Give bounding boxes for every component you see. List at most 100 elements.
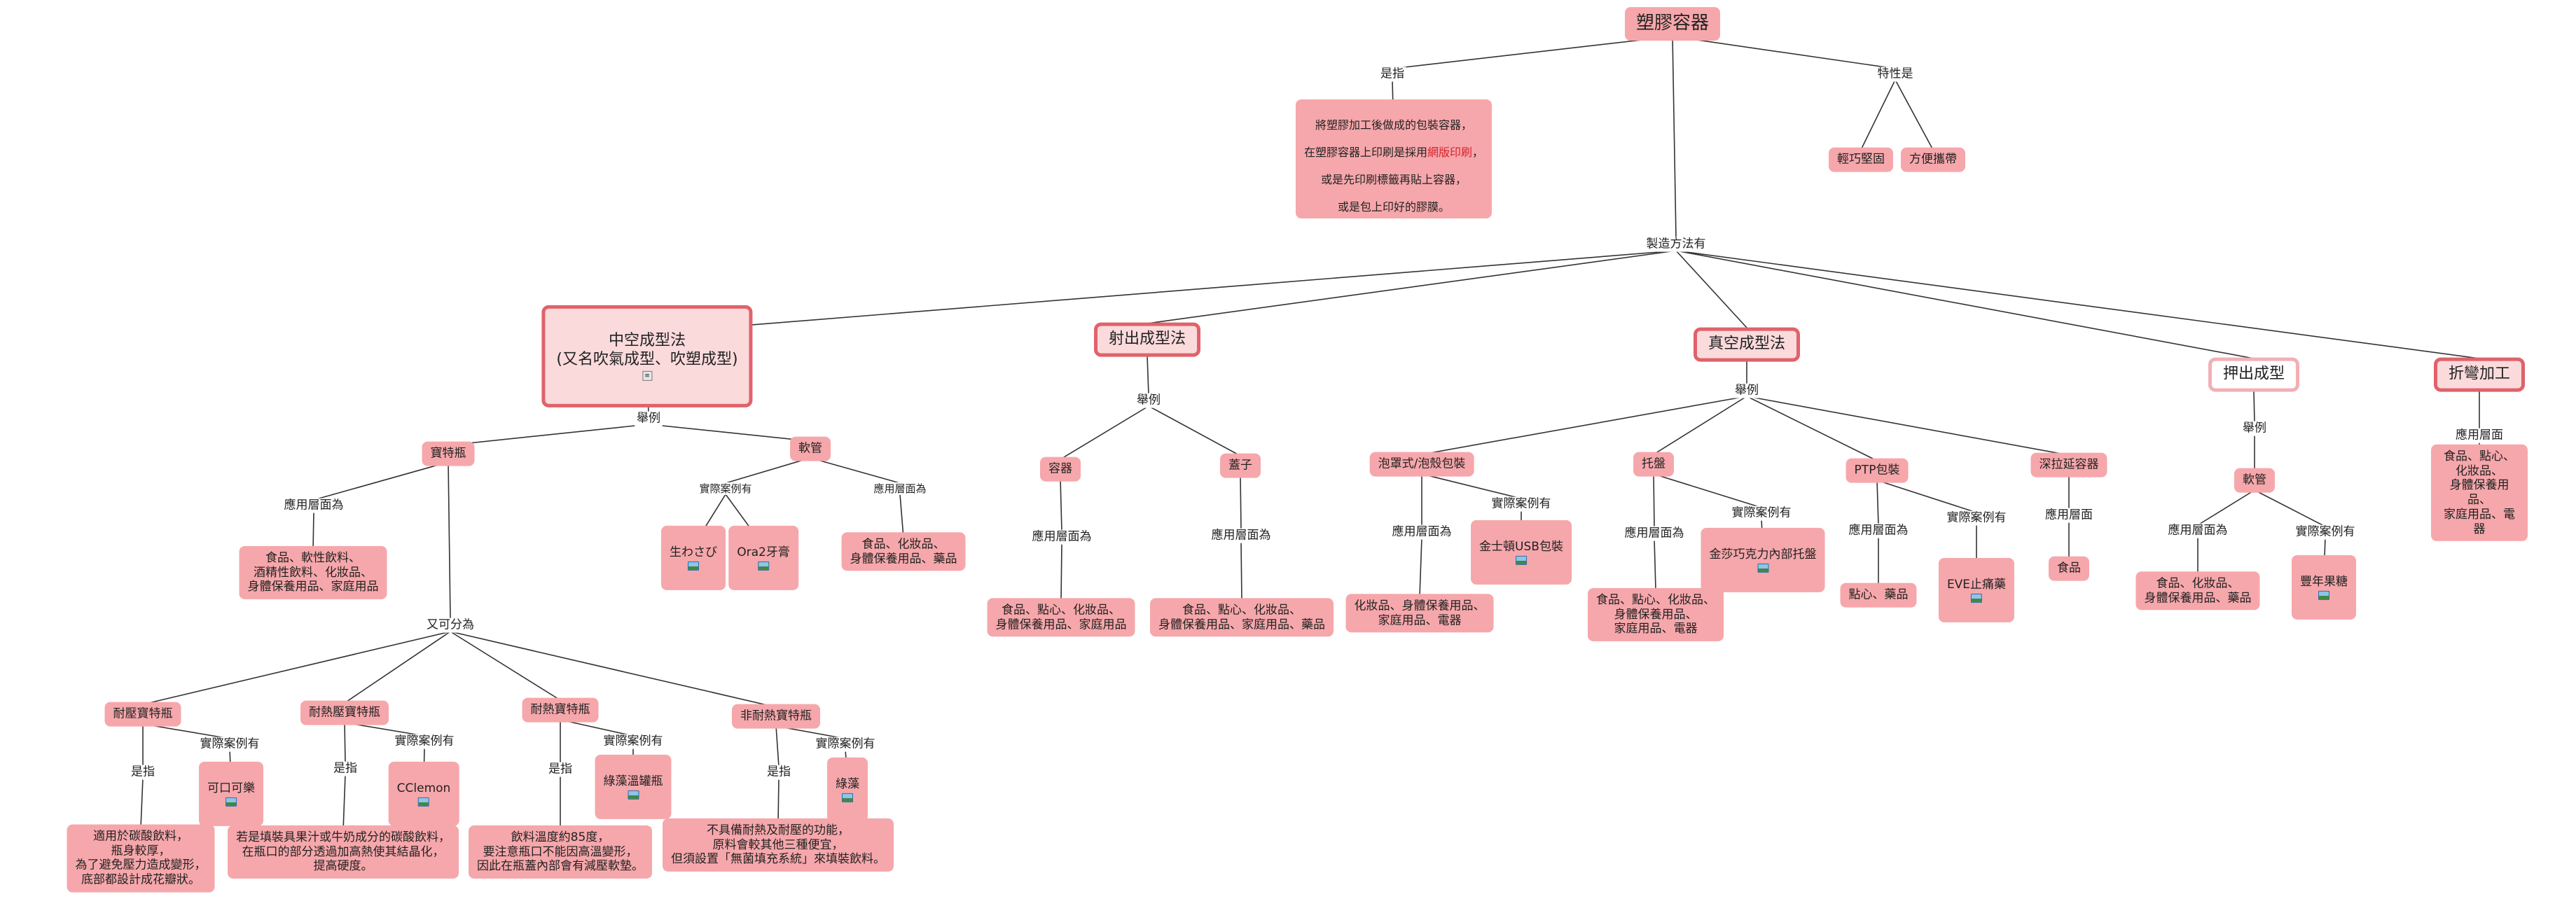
connector-line: [312, 510, 314, 551]
heat-pressure-pet-node[interactable]: 耐熱壓寶特瓶: [300, 700, 389, 725]
heat-pet-definition[interactable]: 飲料溫度約85度， 要注意瓶口不能因高溫變形， 因此在瓶蓋內部會有減壓軟墊。: [469, 825, 652, 879]
label-extrusion-case: 實際案例有: [2293, 524, 2357, 540]
connector-line: [142, 631, 451, 705]
connector-line: [1240, 541, 1242, 601]
label-m4-example: 舉例: [2241, 421, 2269, 436]
label-p1-is: 是指: [129, 765, 157, 780]
note-icon: ≡: [642, 371, 652, 382]
connector-line: [450, 631, 777, 708]
method-bending[interactable]: 折彎加工: [2433, 357, 2526, 392]
connector-line: [1421, 473, 1522, 499]
definition-line-2: 在塑膠容器上印刷是採用: [1303, 145, 1427, 159]
label-m1-example: 舉例: [635, 411, 663, 426]
non-heat-pet-definition[interactable]: 不具備耐熱及耐壓的功能， 原料會較其他三種便宜， 但須設置「無菌填充系統」來填裝…: [663, 818, 894, 872]
connector-line: [1672, 36, 1896, 69]
property-sturdy[interactable]: 輕巧堅固: [1829, 147, 1893, 172]
connector-line: [1653, 473, 1762, 508]
image-icon: [1757, 564, 1768, 573]
pressure-pet-node[interactable]: 耐壓寶特瓶: [104, 702, 181, 727]
root-node[interactable]: 塑膠容器: [1624, 7, 1721, 41]
ptp-node[interactable]: PTP包裝: [1846, 458, 1909, 483]
label-ptp-use: 應用層面為: [1846, 523, 1911, 538]
case-coca-cola-label: 可口可樂: [207, 781, 255, 795]
image-icon: [757, 562, 769, 571]
deep-draw-node[interactable]: 深拉延容器: [2030, 452, 2107, 478]
case-green-bottle[interactable]: 綠藻溫罐瓶: [595, 754, 672, 820]
image-icon: [226, 797, 237, 807]
connector-line: [1653, 396, 1747, 455]
deep-draw-use-node[interactable]: 食品: [2049, 556, 2089, 581]
cap-node[interactable]: 蓋子: [1220, 453, 1261, 478]
case-green-tea[interactable]: 綠藻: [827, 757, 868, 823]
tube-use-node[interactable]: 食品、化妝品、 身體保養用品、藥品: [841, 532, 966, 571]
image-icon: [688, 562, 699, 571]
label-is: 是指: [1378, 67, 1406, 82]
case-fructose-label: 豐年果糖: [2300, 574, 2348, 589]
case-eve[interactable]: EVE止痛藥: [1938, 557, 2015, 623]
connector-line: [725, 457, 811, 484]
case-ora2-label: Ora2牙膏: [737, 545, 790, 559]
tray-node[interactable]: 托盤: [1633, 452, 1674, 477]
method-injection[interactable]: 射出成型法: [1093, 322, 1201, 357]
connector-line: [448, 424, 649, 446]
method-vacuum[interactable]: 真空成型法: [1693, 327, 1801, 362]
label-p4-is: 是指: [765, 765, 793, 780]
connector-line: [1672, 36, 1677, 239]
image-icon: [1971, 594, 1982, 604]
connector-line: [313, 461, 449, 501]
image-icon: [1516, 556, 1527, 566]
method-extrusion[interactable]: 押出成型: [2208, 357, 2300, 392]
connector-line: [560, 719, 634, 737]
extrusion-tube-node[interactable]: 軟管: [2234, 468, 2275, 493]
case-ferrero-tray-label: 金莎巧克力內部托盤: [1709, 547, 1817, 562]
pressure-pet-definition[interactable]: 適用於碳酸飲料， 瓶身較厚， 為了避免壓力造成變形， 底部都設計成花瓣狀。: [67, 824, 215, 893]
bending-use-node[interactable]: 食品、點心、化妝品、 身體保養用品、 家庭用品、電器: [2431, 444, 2528, 542]
case-kingston-usb[interactable]: 金士頓USB包裝: [1471, 520, 1572, 585]
label-p1-case: 實際案例有: [198, 737, 262, 752]
connector-line: [1148, 405, 1241, 456]
connector-line: [1876, 480, 1879, 526]
case-ferrero-tray[interactable]: 金莎巧克力內部托盤: [1701, 527, 1825, 593]
ptp-use-node[interactable]: 點心、藥品: [1840, 583, 1917, 608]
method-blow-molding[interactable]: 中空成型法 (又名吹氣成型、吹塑成型) ≡: [541, 305, 753, 408]
image-icon: [2318, 591, 2329, 601]
container-node[interactable]: 容器: [1040, 456, 1081, 482]
cap-use-node[interactable]: 食品、點心、化妝品、 身體保養用品、家庭用品、藥品: [1150, 598, 1334, 637]
case-fructose[interactable]: 豐年果糖: [2292, 555, 2356, 620]
tube-node[interactable]: 軟管: [790, 436, 831, 461]
connector-line: [1675, 250, 2480, 359]
definition-node[interactable]: 將塑膠加工後做成的包裝容器， 在塑膠容器上印刷是採用網版印刷， 或是先印刷標籤再…: [1295, 99, 1493, 219]
non-heat-pet-node[interactable]: 非耐熱寶特瓶: [732, 704, 820, 729]
connector-line: [1060, 478, 1062, 532]
label-m2-example: 舉例: [1135, 393, 1163, 408]
label-tray-case: 實際案例有: [1729, 506, 1794, 521]
image-icon: [417, 797, 429, 807]
case-cclemon-label: CClemon: [396, 781, 451, 795]
case-cclemon[interactable]: CClemon: [388, 761, 459, 827]
connector-line: [1675, 250, 2255, 359]
label-p2-case: 實際案例有: [392, 734, 457, 749]
blister-node[interactable]: 泡罩式/泡殼包裝: [1369, 452, 1474, 477]
tray-use-node[interactable]: 食品、點心、化妝品、 身體保養用品、 家庭用品、電器: [1588, 587, 1724, 642]
container-use-node[interactable]: 食品、點心、化妝品、 身體保養用品、家庭用品: [987, 598, 1135, 637]
case-coca-cola[interactable]: 可口可樂: [199, 761, 263, 827]
pet-bottle-node[interactable]: 寶特瓶: [422, 441, 475, 466]
connector-line: [450, 631, 561, 701]
image-icon: [842, 793, 853, 803]
case-ora2[interactable]: Ora2牙膏: [728, 525, 798, 591]
connector-line: [1419, 537, 1422, 597]
label-tray-use: 應用層面為: [1622, 526, 1687, 541]
pet-use-node[interactable]: 食品、軟性飲料、 酒精性飲料、化妝品、 身體保養用品、家庭用品: [239, 545, 387, 600]
connector-line: [1895, 79, 1934, 151]
heat-pet-node[interactable]: 耐熱寶特瓶: [522, 697, 599, 723]
case-wasabi[interactable]: 生わさび: [661, 525, 726, 591]
blister-use-node[interactable]: 化妝品、身體保養用品、 家庭用品、電器: [1345, 594, 1494, 633]
property-portable[interactable]: 方便攜帶: [1901, 147, 1965, 172]
connector-line: [344, 631, 451, 704]
label-bending-use: 應用層面: [2453, 428, 2505, 443]
heat-pressure-pet-definition[interactable]: 若是填裝具果汁或牛奶成分的碳酸飲料， 在瓶口的部分透過加高熱使其結晶化， 提高硬…: [228, 825, 459, 879]
extrusion-use-node[interactable]: 食品、化妝品、 身體保養用品、藥品: [2135, 571, 2260, 611]
connector-line: [1060, 405, 1149, 460]
label-p4-case: 實際案例有: [813, 737, 878, 752]
